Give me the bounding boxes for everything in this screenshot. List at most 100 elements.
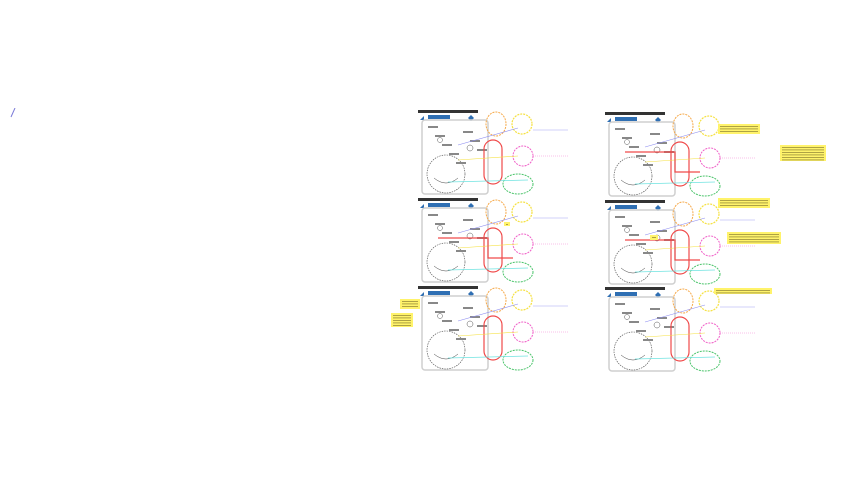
node-label (622, 137, 632, 139)
note-text-line (782, 149, 824, 151)
panel-title (605, 287, 665, 290)
node-label (636, 243, 646, 245)
node-label (643, 339, 653, 341)
yellow-zone (698, 290, 720, 312)
connector (447, 267, 529, 271)
process-circle (426, 242, 466, 282)
cycle-arrow (433, 265, 459, 272)
node-label (650, 221, 660, 223)
connector (634, 269, 716, 273)
green-zone (689, 175, 721, 197)
node-label (643, 164, 653, 166)
red-zone (670, 316, 690, 362)
green-zone (689, 350, 721, 372)
cycle-arrow (433, 177, 459, 184)
node-label (428, 214, 438, 216)
note-text-line (506, 224, 508, 225)
note-text-line (652, 237, 656, 238)
node-icon (624, 227, 630, 233)
yellow-zone (698, 115, 720, 137)
arrow-icon (420, 116, 424, 120)
sticky-note (714, 288, 772, 294)
connector (644, 129, 706, 148)
node-icon (437, 137, 443, 143)
note-text-line (402, 303, 418, 305)
process-circle (613, 331, 653, 371)
note-text-line (402, 301, 418, 302)
note-text-line (782, 159, 824, 161)
diagram-panel (605, 112, 755, 197)
connector (634, 356, 716, 360)
cycle-arrow (620, 267, 646, 274)
node-label (442, 144, 452, 146)
connector (644, 332, 706, 338)
orange-zone (485, 111, 507, 137)
node-label (463, 307, 473, 309)
pencil-icon[interactable] (10, 108, 16, 118)
node-label (636, 330, 646, 332)
red-zone (483, 315, 503, 361)
note-text-line (782, 152, 824, 153)
connector (644, 304, 706, 323)
note-text-line (729, 239, 779, 240)
node-label (463, 131, 473, 133)
panel-title (418, 286, 478, 289)
sticky-note (727, 232, 781, 244)
connector (457, 215, 519, 234)
arrow-icon (607, 293, 611, 297)
arrow-icon (420, 292, 424, 296)
node-label (622, 312, 632, 314)
red-zone (670, 229, 690, 275)
panel-frame (608, 296, 676, 372)
node-label (629, 234, 639, 236)
arrow-icon (607, 206, 611, 210)
green-zone (689, 263, 721, 285)
cycle-arrow (620, 354, 646, 361)
node-label (449, 153, 459, 155)
panel-title (418, 110, 478, 113)
yellow-zone (698, 203, 720, 225)
note-text-line (782, 157, 824, 158)
green-zone (502, 349, 534, 371)
node-label (477, 149, 487, 151)
node-label (463, 219, 473, 221)
node-icon (624, 314, 630, 320)
arrow-icon (607, 118, 611, 122)
node-label (470, 316, 480, 318)
green-zone (502, 261, 534, 283)
note-text-line (393, 325, 411, 326)
node-label (477, 325, 487, 327)
node-label (622, 225, 632, 227)
cycle-arrow (620, 179, 646, 186)
panel-title (605, 200, 665, 203)
orange-zone (672, 113, 694, 139)
diagram-panel (418, 198, 568, 283)
node-label (456, 338, 466, 340)
note-text-line (393, 317, 411, 319)
yellow-zone (511, 289, 533, 311)
red-zone (670, 141, 690, 187)
red-zone (483, 139, 503, 185)
node-icon (466, 144, 474, 152)
connector (644, 217, 706, 236)
node-icon (466, 320, 474, 328)
node-label (629, 146, 639, 148)
note-text-line (393, 320, 411, 321)
panel-badge (615, 205, 637, 209)
note-text-line (729, 234, 779, 235)
node-label (664, 326, 674, 328)
node-label (442, 232, 452, 234)
diagram-panel (418, 286, 568, 371)
node-label (435, 311, 445, 313)
node-label (435, 135, 445, 137)
arrow-icon (420, 204, 424, 208)
process-circle (426, 154, 466, 194)
connector (447, 355, 529, 359)
yellow-zone (511, 113, 533, 135)
node-label (470, 228, 480, 230)
connector (457, 331, 519, 337)
node-label (449, 241, 459, 243)
note-text-line (720, 200, 768, 201)
node-label (643, 252, 653, 254)
